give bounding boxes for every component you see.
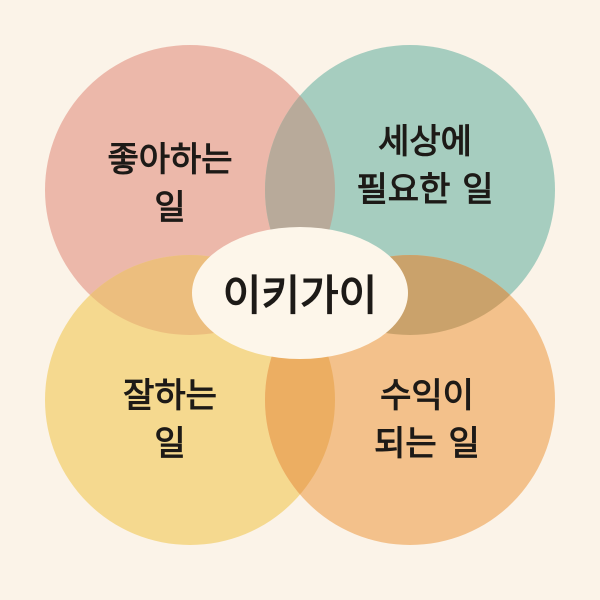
label-love-line2: 일 [154, 188, 186, 228]
label-paid-line1: 수익이 [380, 376, 474, 416]
label-need-line1: 세상에 [378, 122, 472, 162]
label-what-world-needs: 세상에 필요한 일 [330, 118, 520, 214]
label-what-you-can-be-paid-for: 수익이 되는 일 [332, 372, 522, 468]
label-good-line1: 잘하는 [123, 376, 217, 416]
label-need-line2: 필요한 일 [356, 170, 494, 210]
center-label: 이키가이 [222, 271, 378, 320]
label-paid-line2: 되는 일 [374, 424, 480, 464]
label-what-you-love: 좋아하는 일 [80, 136, 260, 232]
label-love-line1: 좋아하는 [107, 140, 233, 180]
label-good-line2: 일 [154, 424, 186, 464]
label-what-you-are-good-at: 잘하는 일 [80, 372, 260, 468]
center-ellipse [192, 227, 408, 359]
